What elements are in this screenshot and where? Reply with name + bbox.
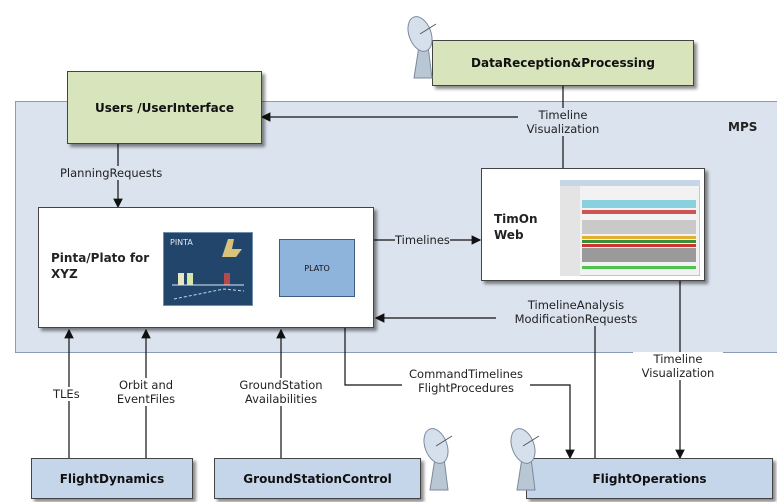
pinta-panel-graphic	[172, 239, 245, 300]
users-interface-box: Users /UserInterface	[67, 71, 262, 144]
users-interface-label: Users /UserInterface	[95, 100, 234, 115]
timon-web-label: TimOn Web	[494, 212, 538, 242]
ground-station-control-box: GroundStationControl	[214, 458, 421, 499]
ground-availabilities-label: GroundStation Availabilities	[226, 378, 336, 406]
orbit-event-label: Orbit and EventFiles	[106, 378, 186, 406]
flight-dynamics-box: FlightDynamics	[31, 458, 193, 499]
timeline-analysis-label: TimelineAnalysis ModificationRequests	[496, 298, 656, 326]
flight-operations-box: FlightOperations	[526, 458, 773, 499]
tles-label: TLEs	[53, 387, 80, 401]
flight-dynamics-label: FlightDynamics	[59, 471, 165, 486]
pinta-plato-box: Pinta/Plato for XYZ PINTA PLATO	[38, 207, 374, 328]
satellite-dish-icon	[510, 428, 540, 491]
plato-label: PLATO	[304, 263, 330, 273]
satellite-dish-icon	[423, 428, 453, 491]
timon-screenshot	[560, 180, 700, 276]
planning-requests-label: PlanningRequests	[60, 166, 163, 180]
plato-box: PLATO	[279, 239, 355, 297]
mps-label: MPS	[728, 120, 758, 134]
data-reception-label: DataReception&Processing	[471, 56, 655, 70]
data-reception-box: DataReception&Processing	[432, 40, 694, 86]
timeline-visualization-top-label: Timeline Visualization	[518, 108, 608, 136]
timeline-visualization-bottom-label: Timeline Visualization	[633, 352, 723, 380]
timon-web-box: TimOn Web	[481, 168, 705, 281]
timelines-label: Timelines	[395, 233, 450, 247]
pinta-title: PINTA	[170, 238, 193, 247]
pinta-panel: PINTA	[163, 232, 253, 306]
pinta-plato-label: Pinta/Plato for XYZ	[51, 251, 150, 281]
command-timelines-label: CommandTimelines FlightProcedures	[402, 367, 530, 395]
ground-station-control-label: GroundStationControl	[243, 471, 392, 486]
flight-operations-label: FlightOperations	[592, 471, 707, 486]
satellite-dish-icon	[407, 16, 437, 79]
